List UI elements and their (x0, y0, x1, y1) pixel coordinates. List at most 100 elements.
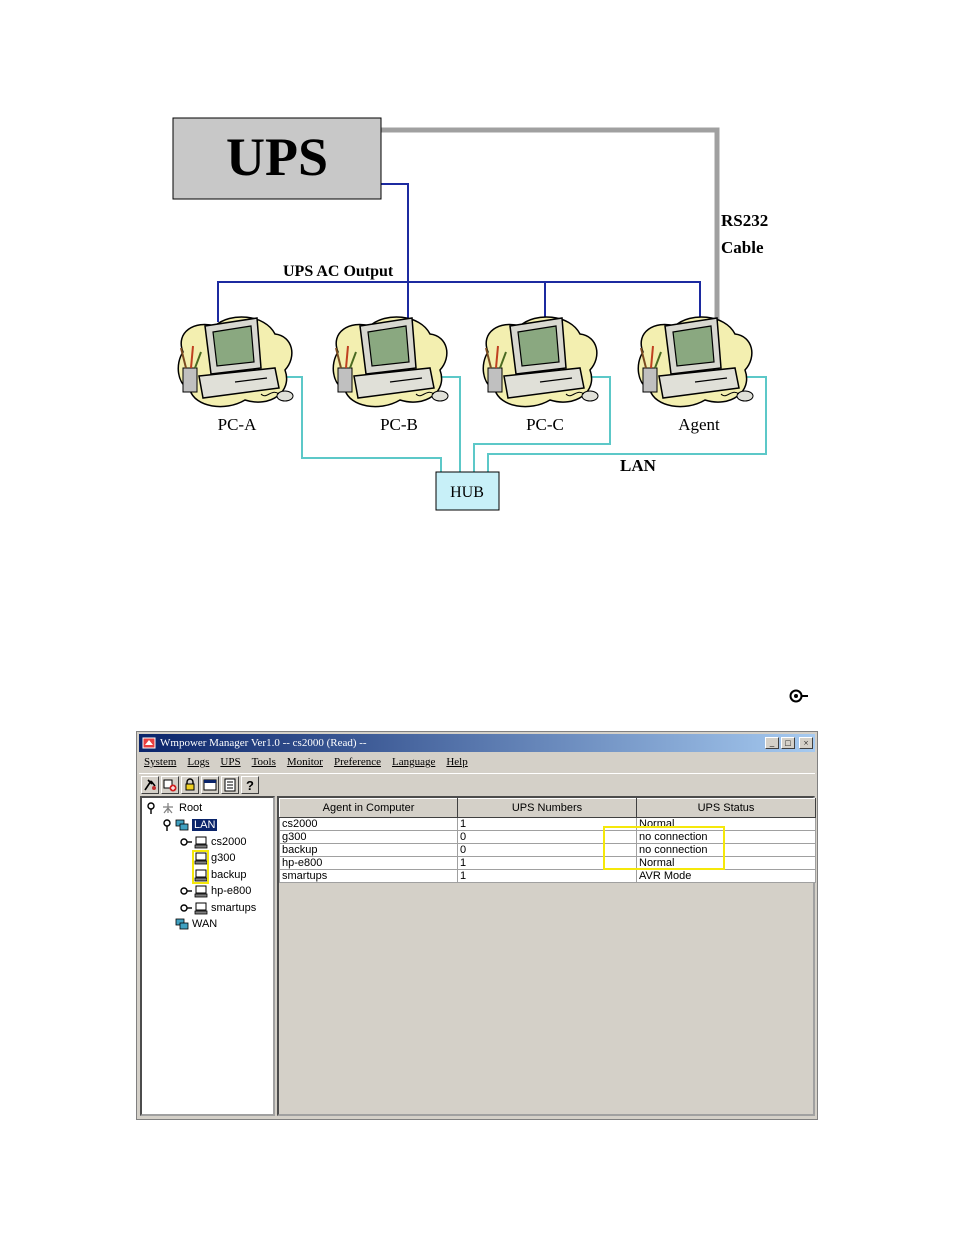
list-icon (224, 778, 236, 792)
hub-label: HUB (450, 484, 484, 501)
rs232-label-line2: Cable (721, 238, 764, 257)
computer-icon (194, 902, 208, 914)
tree-node-wan[interactable]: WAN (175, 917, 217, 931)
table-row[interactable]: backup 0 no connection (279, 843, 816, 857)
close-button[interactable]: × (799, 737, 813, 749)
lan-label: LAN (620, 456, 657, 475)
table-row[interactable]: cs2000 1 Normal (279, 817, 816, 831)
maximize-button[interactable]: □ (781, 737, 795, 749)
cell-status: no connection (636, 843, 816, 857)
window-button[interactable] (201, 776, 219, 794)
menu-logs[interactable]: Logs (187, 756, 210, 768)
cell-ups-numbers: 1 (457, 869, 637, 883)
computer-agent (637, 315, 754, 408)
computer-icon (194, 885, 208, 897)
expand-node-icon (789, 689, 808, 703)
menu-bar: System Logs UPS Tools Monitor Preference… (139, 753, 815, 771)
menu-system[interactable]: System (144, 756, 177, 768)
connect-icon (144, 779, 156, 791)
pc-b-label: PC-B (380, 415, 418, 434)
power-lines (217, 183, 701, 322)
menu-monitor[interactable]: Monitor (286, 756, 323, 768)
column-header-ups-status[interactable]: UPS Status (636, 798, 816, 818)
lock-button[interactable] (181, 776, 199, 794)
computer-pc-b (332, 315, 449, 408)
app-logo-icon (142, 737, 156, 749)
tree-label-g300: g300 (211, 852, 236, 864)
table-row[interactable]: g300 0 no connection (279, 830, 816, 844)
tree-node-cs2000[interactable]: cs2000 (180, 835, 246, 849)
highlight-box-status (603, 826, 725, 870)
tree-label-root: Root (179, 802, 203, 814)
tree-label-smartups: smartups (211, 902, 257, 914)
tree-label-lan: LAN (192, 819, 218, 831)
add-icon (163, 779, 177, 792)
expand-node-icon (180, 904, 192, 912)
svg-text:?: ? (246, 778, 254, 792)
cell-agent: cs2000 (279, 817, 458, 831)
expand-node-icon (180, 887, 192, 895)
highlight-box-tree (192, 850, 209, 884)
collapse-node-icon (163, 819, 171, 831)
help-icon: ? (246, 778, 254, 792)
computer-icon (194, 836, 208, 848)
cell-status: no connection (636, 830, 816, 844)
menu-help[interactable]: Help (446, 756, 468, 768)
tree-label-hp-e800: hp-e800 (211, 885, 252, 897)
window-title: Wmpower Manager Ver1.0 -- cs2000 (Read) … (160, 737, 367, 749)
root-icon (163, 803, 173, 814)
computer-pc-a (177, 315, 294, 408)
device-tree: Root LAN cs2000 (140, 796, 275, 1116)
cell-status: AVR Mode (636, 869, 816, 883)
ac-output-label: UPS AC Output (283, 263, 394, 280)
rs232-cable (381, 127, 720, 350)
table-row[interactable]: smartups 1 AVR Mode (279, 869, 816, 883)
toolbar: ? (139, 773, 815, 796)
add-button[interactable] (161, 776, 179, 794)
cell-agent: backup (279, 843, 458, 857)
window-icon (203, 779, 217, 791)
tree-node-backup[interactable]: backup (194, 868, 246, 882)
tree-node-lan[interactable]: LAN (162, 818, 218, 832)
menu-preference[interactable]: Preference (333, 756, 381, 768)
tree-label-cs2000: cs2000 (211, 836, 247, 848)
rs232-label-line1: RS232 (721, 211, 768, 230)
computer-pc-c (482, 315, 599, 408)
tree-node-hp-e800[interactable]: hp-e800 (180, 884, 251, 898)
cell-ups-numbers: 0 (457, 830, 637, 844)
connect-button[interactable] (141, 776, 159, 794)
tree-node-g300[interactable]: g300 (194, 851, 235, 865)
menu-tools[interactable]: Tools (251, 756, 276, 768)
column-header-ups-numbers[interactable]: UPS Numbers (457, 798, 637, 818)
tree-node-root[interactable]: Root (146, 801, 202, 815)
column-header-agent[interactable]: Agent in Computer (279, 798, 458, 818)
pc-a-label: PC-A (218, 415, 257, 434)
menu-language[interactable]: Language (391, 756, 436, 768)
agent-table-panel: Agent in Computer UPS Numbers UPS Status… (277, 796, 816, 1116)
pc-c-label: PC-C (526, 415, 564, 434)
agent-table: Agent in Computer UPS Numbers UPS Status… (279, 798, 816, 883)
ups-box: UPS (172, 117, 382, 200)
cell-agent: hp-e800 (279, 856, 458, 870)
expand-node-icon (180, 838, 192, 846)
network-icon (175, 918, 189, 929)
cell-ups-numbers: 0 (457, 843, 637, 857)
cell-agent: g300 (279, 830, 458, 844)
minimize-button[interactable]: _ (765, 737, 779, 749)
network-icon (175, 819, 189, 830)
tree-label-backup: backup (211, 869, 247, 881)
table-row[interactable]: hp-e800 1 Normal (279, 856, 816, 870)
title-bar[interactable]: Wmpower Manager Ver1.0 -- cs2000 (Read) … (139, 734, 815, 752)
menu-ups[interactable]: UPS (220, 756, 241, 768)
tree-node-smartups[interactable]: smartups (180, 901, 256, 915)
collapse-node-icon (147, 802, 155, 814)
ups-network-diagram: UPS RS232 Cable UPS AC Output (172, 117, 768, 511)
wmpower-manager-window: Wmpower Manager Ver1.0 -- cs2000 (Read) … (136, 731, 818, 1120)
help-button[interactable]: ? (241, 776, 259, 794)
table-header-row: Agent in Computer UPS Numbers UPS Status (279, 798, 816, 818)
hub-box: HUB (435, 471, 500, 511)
computer-icon (194, 852, 208, 864)
lock-icon (185, 778, 195, 791)
ups-label: UPS (226, 127, 328, 187)
list-button[interactable] (221, 776, 239, 794)
